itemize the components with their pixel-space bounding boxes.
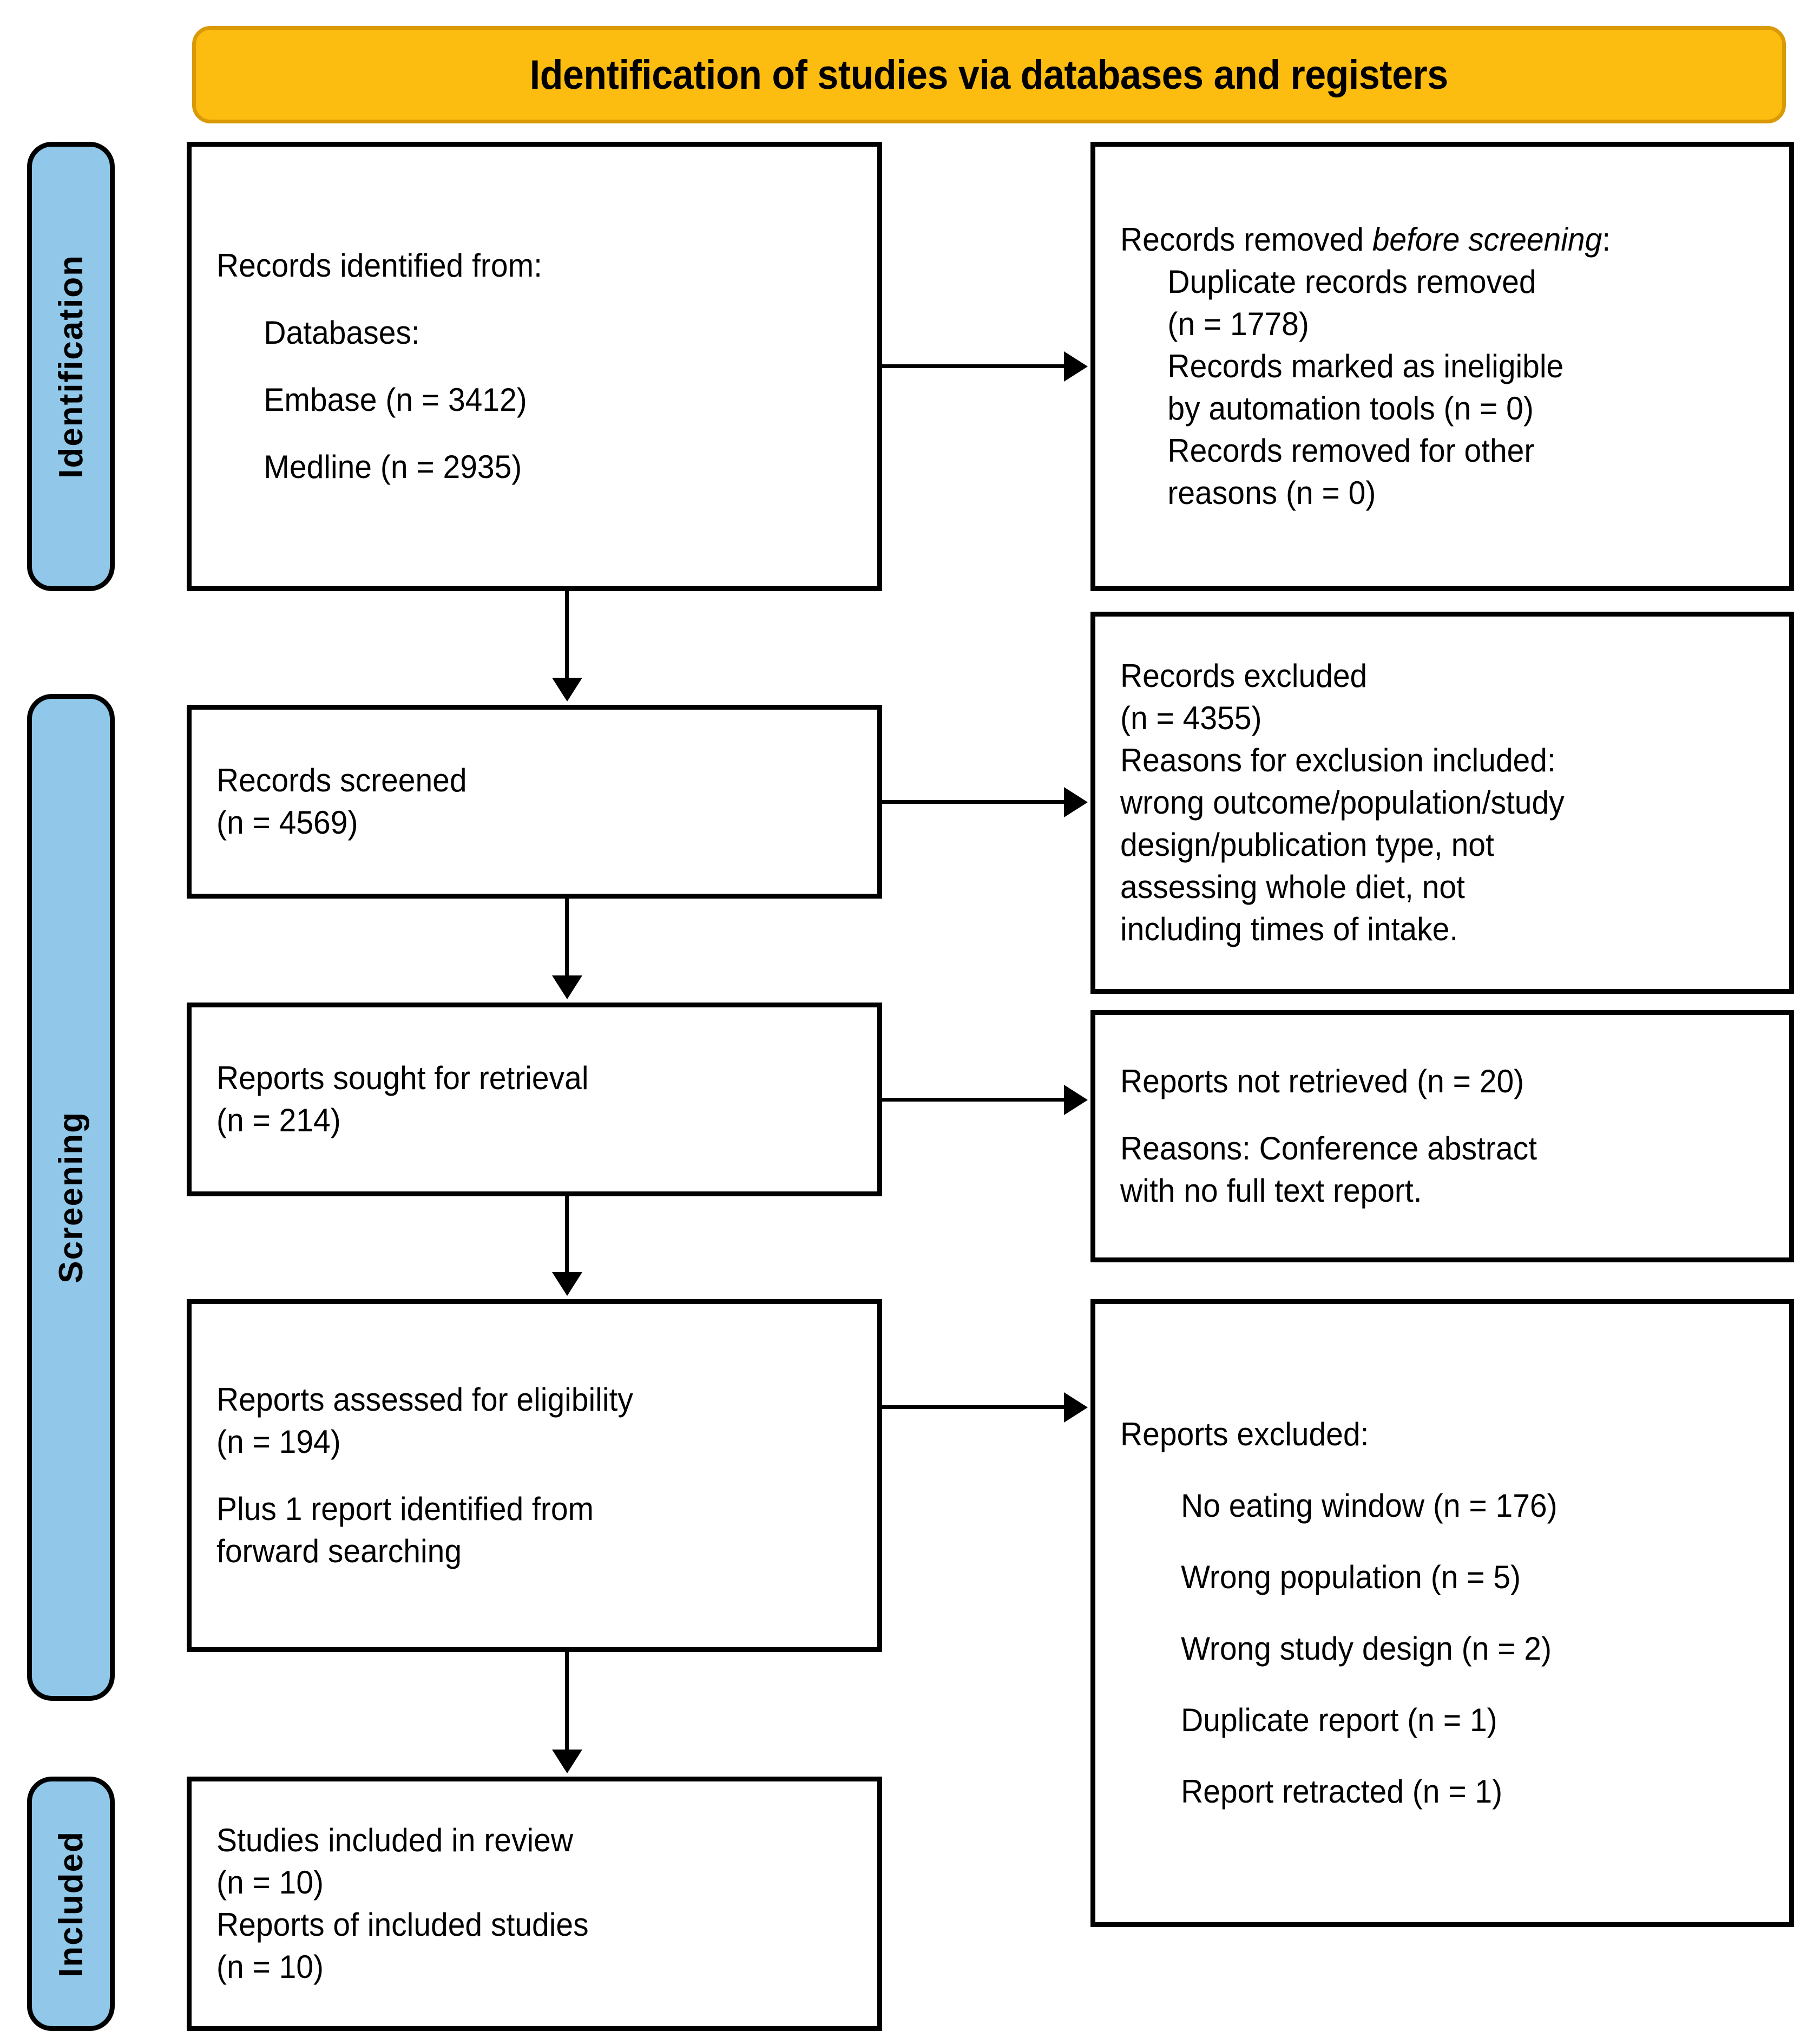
connector-assessed-to-reports-excluded <box>882 1405 1066 1409</box>
records-identified-medline: Medline (n = 2935) <box>264 449 522 485</box>
arrowhead-identified-to-removed <box>1064 351 1088 382</box>
reports-assessed-label: Reports assessed for eligibility <box>216 1381 633 1418</box>
arrowhead-screened-to-sought <box>552 975 582 999</box>
records-screened-count: (n = 4569) <box>216 804 358 841</box>
box-records-removed-before-screening: Records removed before screening: Duplic… <box>1090 142 1794 591</box>
duplicate-records-removed-label: Duplicate records removed <box>1167 264 1536 300</box>
marked-ineligible-line2: by automation tools (n = 0) <box>1167 390 1534 427</box>
banner-title: Identification of studies via databases … <box>530 51 1448 98</box>
reports-not-retrieved-reasons-line2: with no full text report. <box>1120 1172 1422 1209</box>
records-excluded-reasons-line2: design/publication type, not <box>1120 827 1494 863</box>
removed-other-reasons-line1: Records removed for other <box>1167 433 1535 469</box>
studies-included-count: (n = 10) <box>216 1864 324 1901</box>
connector-identified-to-removed <box>882 364 1066 368</box>
reports-excluded-item-duplicate-report: Duplicate report (n = 1) <box>1181 1702 1497 1738</box>
records-excluded-reasons-line1: wrong outcome/population/study <box>1120 784 1565 821</box>
records-identified-embase: Embase (n = 3412) <box>264 382 527 418</box>
records-excluded-label: Records excluded <box>1120 658 1368 694</box>
arrowhead-sought-to-not-retrieved <box>1064 1085 1088 1115</box>
duplicate-records-removed-count: (n = 1778) <box>1167 306 1309 342</box>
arrowhead-identified-to-screened <box>552 678 582 702</box>
connector-screened-to-sought <box>565 899 569 979</box>
connector-sought-to-not-retrieved <box>882 1098 1066 1102</box>
reports-excluded-item-wrong-study-design: Wrong study design (n = 2) <box>1181 1630 1552 1667</box>
records-removed-heading-suffix: : <box>1602 221 1611 258</box>
box-reports-assessed-for-eligibility: Reports assessed for eligibility (n = 19… <box>187 1299 882 1652</box>
records-removed-heading-italic: before screening <box>1372 221 1602 258</box>
reports-sought-count: (n = 214) <box>216 1102 341 1138</box>
box-reports-sought-for-retrieval: Reports sought for retrieval (n = 214) <box>187 1003 882 1196</box>
reports-excluded-item-no-eating-window: No eating window (n = 176) <box>1181 1488 1558 1524</box>
reports-of-included-studies-label: Reports of included studies <box>216 1907 589 1943</box>
studies-included-label: Studies included in review <box>216 1822 574 1858</box>
reports-excluded-item-wrong-population: Wrong population (n = 5) <box>1181 1559 1521 1595</box>
stage-label-included-text: Included <box>52 1830 90 1977</box>
arrowhead-sought-to-assessed <box>552 1272 582 1296</box>
connector-screened-to-excluded <box>882 800 1066 804</box>
box-records-identified: Records identified from: Databases: Emba… <box>187 142 882 591</box>
stage-label-included: Included <box>27 1777 115 2031</box>
records-excluded-count: (n = 4355) <box>1120 700 1262 736</box>
reports-sought-label: Reports sought for retrieval <box>216 1060 589 1096</box>
marked-ineligible-line1: Records marked as ineligible <box>1167 348 1564 384</box>
stage-label-screening-text: Screening <box>52 1111 90 1283</box>
stage-label-identification: Identification <box>27 142 115 591</box>
stage-label-identification-text: Identification <box>52 254 90 479</box>
records-excluded-reasons-line4: including times of intake. <box>1120 911 1458 947</box>
box-reports-not-retrieved: Reports not retrieved (n = 20) Reasons: … <box>1090 1010 1794 1262</box>
stage-label-screening: Screening <box>27 694 115 1701</box>
records-removed-heading: Records removed before screening: <box>1120 219 1732 261</box>
reports-excluded-item-report-retracted: Report retracted (n = 1) <box>1181 1773 1503 1810</box>
records-excluded-reasons-line3: assessing whole diet, not <box>1120 869 1465 905</box>
box-studies-included-in-review: Studies included in review (n = 10) Repo… <box>187 1777 882 2031</box>
removed-other-reasons-line2: reasons (n = 0) <box>1167 475 1376 511</box>
forward-search-line2: forward searching <box>216 1533 462 1569</box>
arrowhead-assessed-to-reports-excluded <box>1064 1392 1088 1423</box>
box-records-screened: Records screened (n = 4569) <box>187 705 882 899</box>
connector-sought-to-assessed <box>565 1196 569 1275</box>
box-records-excluded: Records excluded (n = 4355) Reasons for … <box>1090 612 1794 994</box>
records-excluded-reasons-heading: Reasons for exclusion included: <box>1120 742 1556 778</box>
arrowhead-assessed-to-included <box>552 1750 582 1773</box>
box-reports-excluded: Reports excluded: No eating window (n = … <box>1090 1299 1794 1927</box>
reports-not-retrieved-label: Reports not retrieved (n = 20) <box>1120 1063 1525 1099</box>
records-screened-label: Records screened <box>216 762 467 798</box>
reports-assessed-count: (n = 194) <box>216 1424 341 1460</box>
records-identified-databases: Databases: <box>264 315 420 351</box>
records-removed-heading-prefix: Records removed <box>1120 221 1372 258</box>
arrowhead-screened-to-excluded <box>1064 787 1088 817</box>
forward-search-line1: Plus 1 report identified from <box>216 1491 594 1527</box>
reports-of-included-studies-count: (n = 10) <box>216 1949 324 1985</box>
reports-excluded-heading: Reports excluded: <box>1120 1416 1369 1452</box>
connector-identified-to-screened <box>565 591 569 681</box>
diagram-header-banner: Identification of studies via databases … <box>192 26 1786 123</box>
records-identified-line1: Records identified from: <box>216 247 542 284</box>
reports-not-retrieved-reasons-line1: Reasons: Conference abstract <box>1120 1130 1537 1167</box>
connector-assessed-to-included <box>565 1652 569 1753</box>
